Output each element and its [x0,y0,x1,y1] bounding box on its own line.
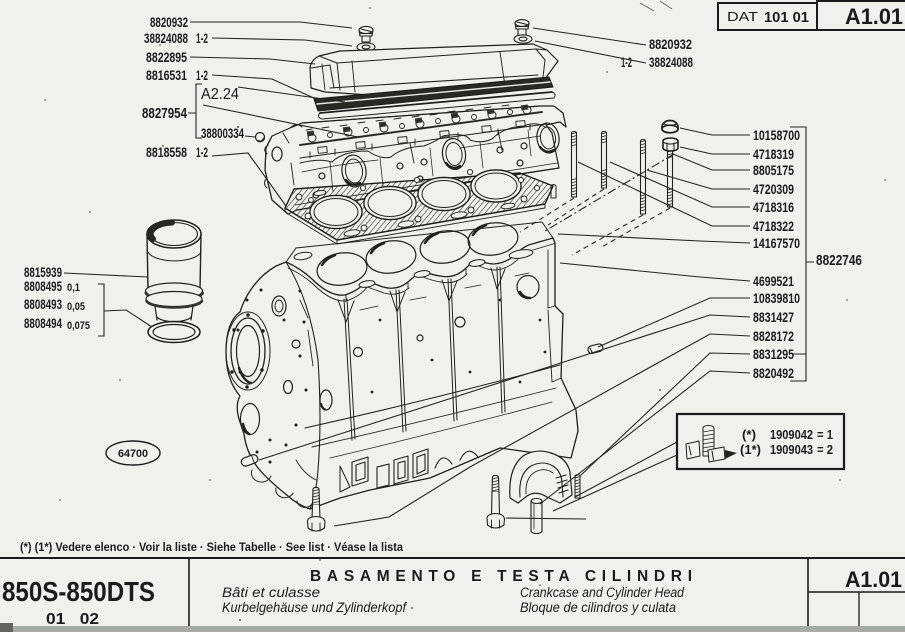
svg-text:Bâti et culasse: Bâti et culasse [222,585,320,600]
svg-text:8822746: 8822746 [816,252,862,269]
svg-text:(*): (*) [742,427,756,442]
svg-text:8805175: 8805175 [753,162,794,178]
svg-text:Crankcase and Cylinder Head: Crankcase and Cylinder Head [520,585,684,600]
svg-text:4718322: 4718322 [753,218,794,234]
svg-text:0,075: 0,075 [67,320,90,332]
svg-text:= 2: = 2 [817,442,833,457]
svg-text:8822895: 8822895 [146,49,187,65]
svg-text:4699521: 4699521 [753,273,794,289]
svg-text:8820932: 8820932 [150,14,188,30]
svg-text:14167570: 14167570 [753,235,800,251]
svg-text:101 01: 101 01 [764,9,809,26]
svg-text:1909042: 1909042 [770,427,813,442]
svg-text:= 1: = 1 [817,427,833,442]
svg-text:(*) (1*) Vedere elenco · Vo: (*) (1*) Vedere elenco · Voir la liste ·… [20,540,403,554]
svg-text:850S-850DTS: 850S-850DTS [2,576,155,607]
svg-text:38824088: 38824088 [144,30,188,46]
svg-text:38800334: 38800334 [201,125,244,141]
svg-text:8831295: 8831295 [753,346,794,362]
svg-text:1-2: 1-2 [196,30,208,46]
svg-text:1-2: 1-2 [196,67,208,83]
svg-text:8831427: 8831427 [753,309,794,325]
svg-text:8808494: 8808494 [24,315,62,331]
svg-text:8818558: 8818558 [146,144,187,160]
svg-text:A1.01: A1.01 [845,567,902,592]
svg-text:8828172: 8828172 [753,328,794,344]
svg-text:64700: 64700 [118,448,148,460]
svg-text:1-2: 1-2 [621,54,632,70]
svg-text:38824088: 38824088 [649,54,693,70]
svg-text:Bloque de cilindros y culata: Bloque de cilindros y culata [520,600,676,615]
svg-text:4720309: 4720309 [753,181,794,197]
svg-text:10839810: 10839810 [753,290,800,306]
svg-text:0,05: 0,05 [67,301,85,313]
svg-text:1-2: 1-2 [196,144,208,160]
svg-text:8820492: 8820492 [753,365,794,381]
svg-text:8808493: 8808493 [24,296,62,312]
svg-text:A2.24: A2.24 [201,86,239,103]
svg-text:1909043: 1909043 [770,442,813,457]
svg-text:4718319: 4718319 [753,146,794,162]
svg-text:8816531: 8816531 [146,67,187,83]
svg-text:A1.01: A1.01 [845,4,903,29]
svg-text:8808495: 8808495 [24,278,62,294]
svg-text:(1*): (1*) [740,442,761,457]
svg-text:Kurbelgehäuse und Zylinderkopf: Kurbelgehäuse und Zylinderkopf [222,600,407,615]
svg-text:01 02: 01 02 [46,611,99,628]
svg-text:0,1: 0,1 [67,282,80,294]
svg-text:DAT: DAT [727,9,758,24]
svg-text:10158700: 10158700 [753,127,800,143]
svg-text:8827954: 8827954 [142,105,187,122]
svg-text:4718316: 4718316 [753,199,794,215]
svg-text:8820932: 8820932 [649,36,692,52]
svg-text:8815939: 8815939 [24,264,62,280]
